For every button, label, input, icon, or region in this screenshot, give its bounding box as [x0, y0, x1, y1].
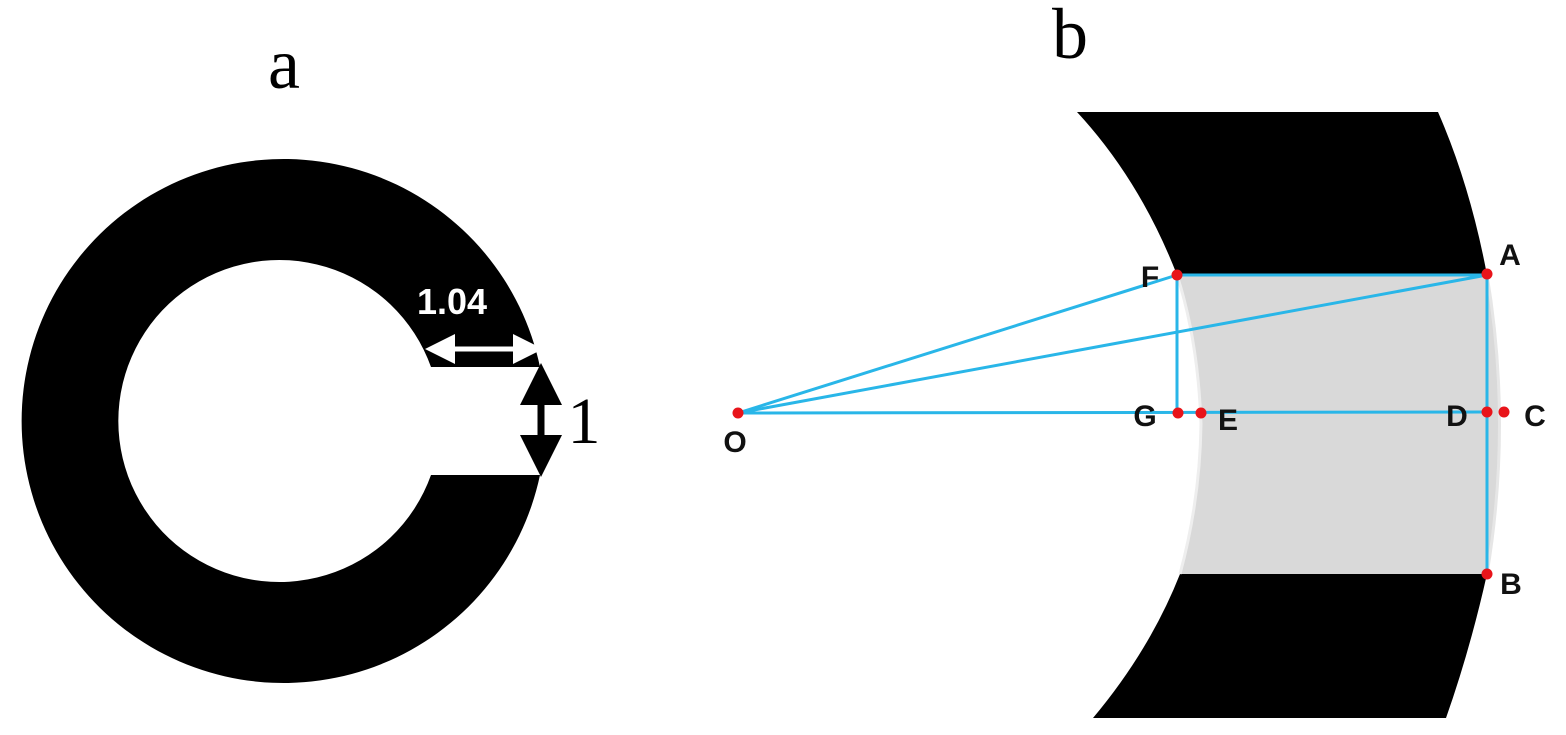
ring-segment-lower — [1093, 574, 1487, 718]
label-G: G — [1133, 400, 1156, 433]
gap-width-label: 1.04 — [417, 281, 487, 322]
panel-b: b O — [723, 0, 1546, 718]
split-ring — [21, 158, 540, 683]
line-OA — [737, 273, 1488, 415]
ring-segment-upper — [1077, 112, 1487, 275]
point-G — [1172, 407, 1184, 419]
line-OC — [737, 410, 1488, 415]
line-OF — [737, 273, 1178, 415]
inner-arc-edge — [1175, 274, 1203, 575]
point-B — [1481, 568, 1493, 580]
shaded-gap-region — [1177, 275, 1500, 574]
point-E — [1195, 407, 1207, 419]
label-D: D — [1446, 400, 1468, 433]
label-O: O — [723, 426, 746, 459]
gap-height-label: 1 — [568, 385, 601, 458]
label-B: B — [1500, 568, 1522, 601]
point-labels: O F A G E D C B — [723, 239, 1546, 601]
panel-a-label: a — [268, 24, 300, 104]
construction-lines — [737, 273, 1489, 574]
panel-a: a 1.04 1 — [21, 24, 601, 683]
point-F — [1171, 269, 1183, 281]
point-O — [732, 407, 744, 419]
points — [732, 268, 1510, 580]
outer-arc-edge — [1485, 274, 1501, 575]
label-A: A — [1499, 239, 1521, 272]
panel-b-label: b — [1052, 0, 1088, 74]
label-E: E — [1218, 404, 1238, 437]
point-A — [1481, 268, 1493, 280]
point-C — [1498, 406, 1510, 418]
label-F: F — [1141, 261, 1159, 294]
label-C: C — [1524, 400, 1546, 433]
point-D — [1481, 406, 1493, 418]
